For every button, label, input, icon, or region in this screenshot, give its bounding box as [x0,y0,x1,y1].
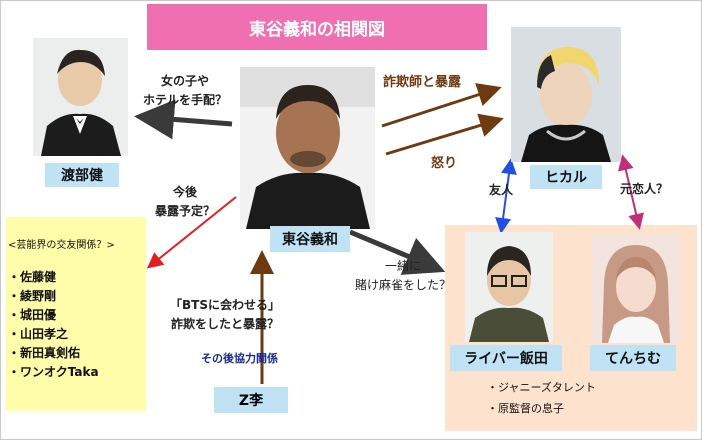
center-photo [240,67,375,229]
list-item: ・山田孝之 [8,325,99,344]
relation-hikaru-iida: 友人 [489,181,513,200]
center-name-label: 東谷義和 [270,226,350,252]
relation-to-hikaru: 詐欺師と暴露 [383,71,461,90]
list-item: ・ワンオクTaka [8,363,99,382]
relation-zlee-claim: 「BTSに会わせる」 詐欺をしたと暴露？ [170,296,280,333]
watabe-name-label: 渡部健 [45,163,119,187]
relation-hikaru-tenchimu: 元恋人？ [620,180,668,199]
tenchimu-name-label: てんちむ [590,345,676,371]
zlee-name-label: Z李 [214,387,288,413]
tenchimu-photo [592,235,680,343]
arrow-from-hikaru [386,120,498,154]
relation-to-celebrity-list: 今後 暴露予定？ [155,183,215,220]
list-item: ・新田真剣佑 [8,344,99,363]
relation-to-watabe: 女の子や ホテルを手配？ [143,72,227,109]
celebrity-list-heading: <芸能界の交友関係？> [8,236,115,251]
list-item: ・綾野剛 [8,287,99,306]
hikaru-name-label: ヒカル [530,165,602,189]
relation-to-iida: 一緒に 賭け麻雀をした？ [355,257,451,294]
watabe-photo [33,38,128,156]
relation-from-hikaru: 怒り [431,152,457,171]
list-item: ・佐藤健 [8,268,99,287]
iida-name-label: ライバー飯田 [450,345,562,371]
hikaru-photo [511,27,621,162]
iida-photo [465,232,553,342]
list-item: ・城田優 [8,306,99,325]
arrow-to-hikaru [382,89,496,126]
list-item: ・ジャニーズタレント [487,377,596,398]
arrow-to-watabe [144,117,232,124]
celebrity-list: ・佐藤健 ・綾野剛 ・城田優 ・山田孝之 ・新田真剣佑 ・ワンオクTaka [8,268,99,382]
list-item: ・原監督の息子 [487,398,596,419]
iida-notes: ・ジャニーズタレント ・原監督の息子 [487,377,596,419]
relation-zlee-after: その後協力関係 [201,350,278,367]
